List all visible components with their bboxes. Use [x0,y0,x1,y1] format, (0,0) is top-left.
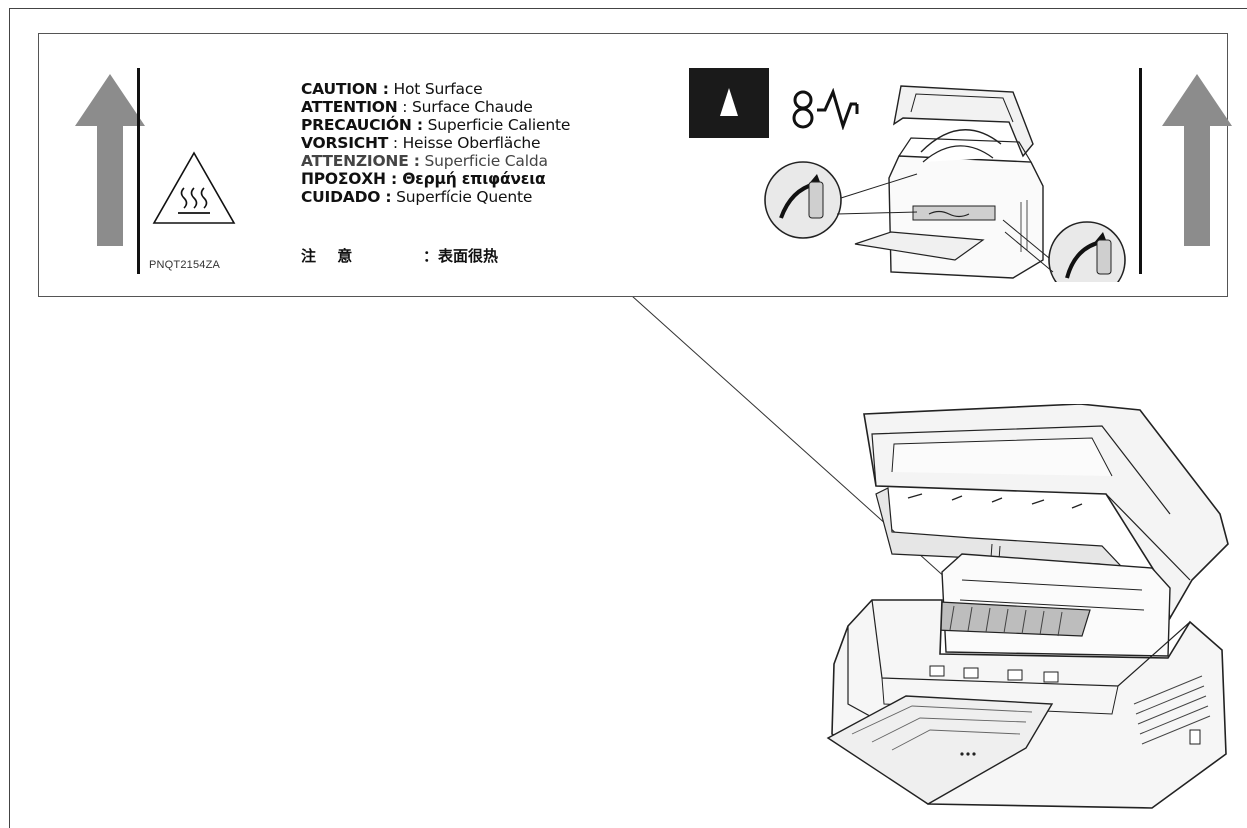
warning-line-chinese: 注 意 ：表面很热 [301,245,498,266]
warning-keyword: ATTENTION [301,98,398,116]
warning-text: Θερμή επιφάνεια [397,170,546,188]
up-arrow-icon [1162,74,1232,246]
warning-line: PRECAUCIÓN : Superficie Caliente [301,116,570,134]
warning-text: Superficie Calda [419,152,548,170]
label-printer-illustration [764,85,1126,282]
heat-wave-icon [792,88,859,130]
warning-text: : Heisse Oberfläche [388,134,541,152]
page-frame [9,8,1247,828]
up-arrow-icon [75,74,145,246]
part-number: PNQT2154ZA [149,259,221,271]
warning-line: CAUTION : Hot Surface [301,80,570,98]
alert-block [689,68,769,138]
warning-text: ：表面很热 [423,247,499,265]
warning-keyword: VORSICHT [301,134,389,152]
warning-line: ΠΡΟΣΟΧΗ : Θερμή επιφάνεια [301,170,570,188]
warning-list: CAUTION : Hot Surface ATTENTION : Surfac… [301,80,570,206]
warning-line: CUIDADO : Superfície Quente [301,188,570,206]
warning-keyword: 注 意 [301,247,361,265]
caution-label: PNQT2154ZA CAUTION : Hot Surface ATTENTI… [38,33,1232,297]
warning-text: Superfície Quente [391,188,533,206]
warning-keyword: PRECAUCIÓN : [301,116,423,134]
hot-surface-warning-icon [152,151,236,224]
warning-line: VORSICHT : Heisse Oberfläche [301,134,570,152]
warning-keyword: CAUTION : [301,80,389,98]
warning-text: Hot Surface [388,80,483,98]
divider-bar [1139,68,1142,274]
warning-line: ATTENTION : Surface Chaude [301,98,570,116]
printer-illustration [826,404,1229,809]
warning-keyword: ΠΡΟΣΟΧΗ : [301,170,397,188]
alert-triangle-icon [720,88,738,116]
warning-keyword: CUIDADO : [301,188,392,206]
divider-bar [137,68,140,274]
warning-line: ATTENZIONE : Superficie Calda [301,152,570,170]
warning-text: : Surface Chaude [397,98,533,116]
warning-text: Superficie Caliente [422,116,571,134]
warning-keyword: ATTENZIONE : [301,152,420,170]
